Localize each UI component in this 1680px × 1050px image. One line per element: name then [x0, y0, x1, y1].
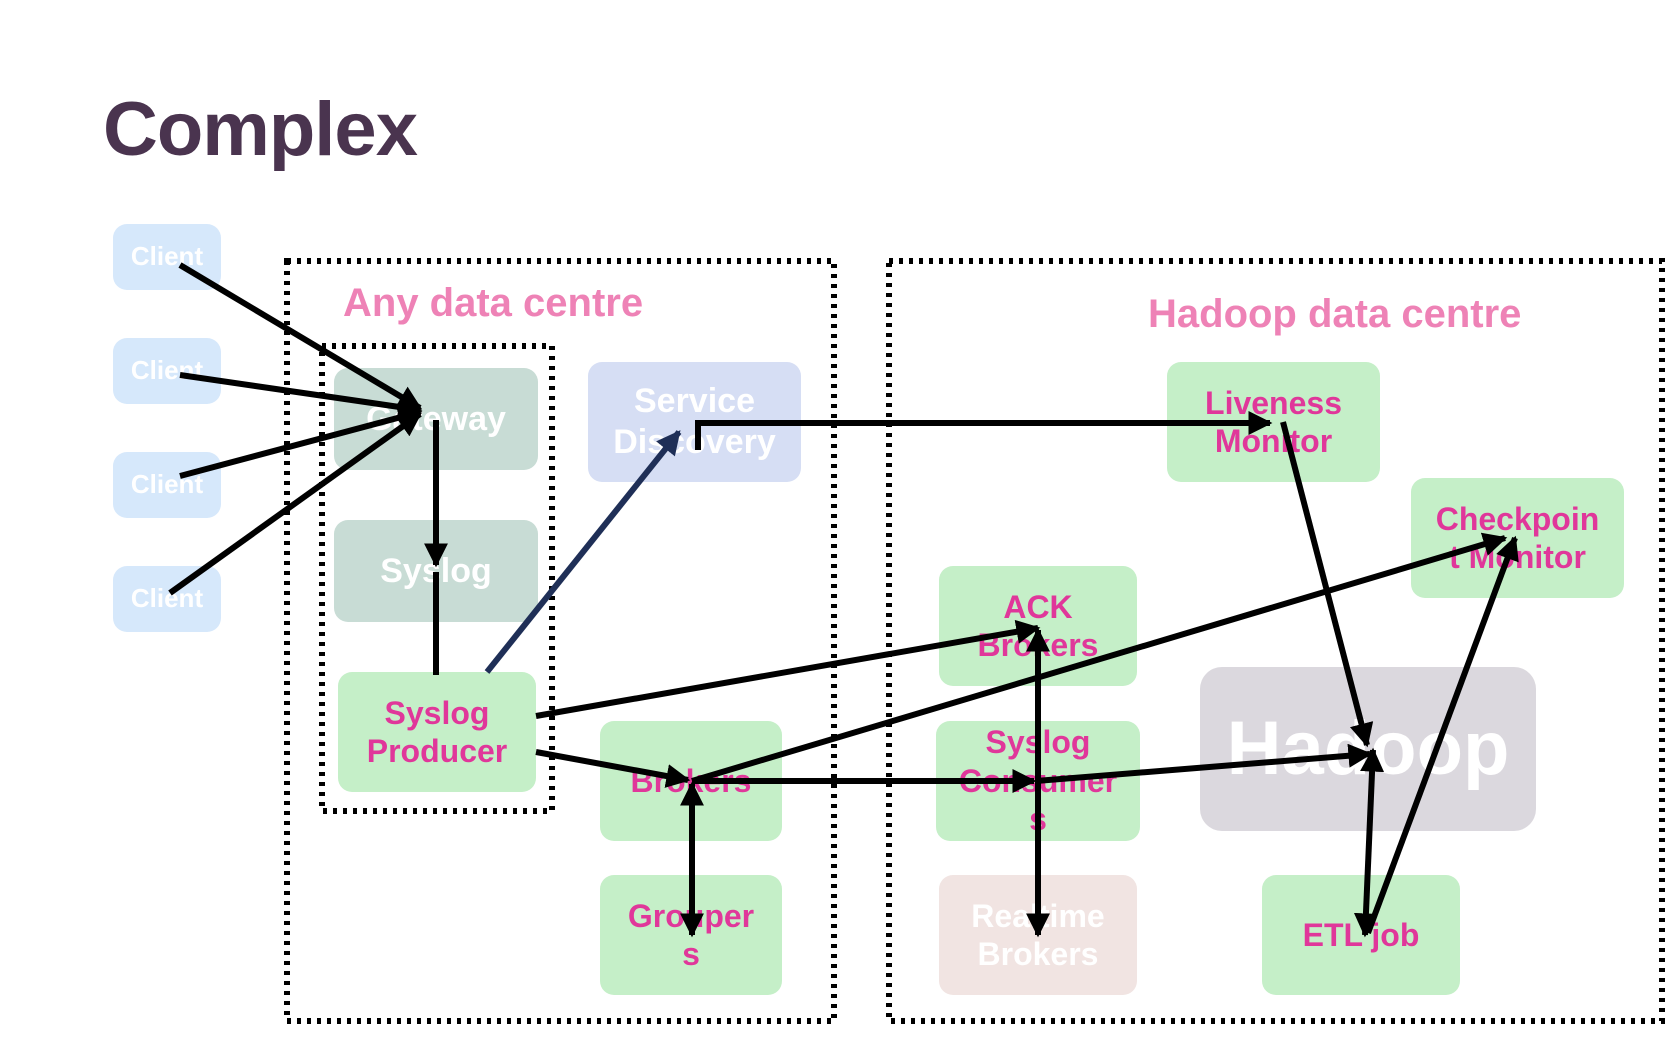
checkpoint-monitor-label: Checkpoin t Monitor — [1435, 500, 1600, 575]
liveness-monitor-node: Liveness Monitor — [1167, 362, 1380, 482]
client-box: Client — [113, 566, 221, 632]
arrow-producer-to-service-discovery — [484, 430, 682, 674]
hadoop-data-centre-border — [886, 258, 1665, 1024]
arrow-liveness-to-hadoop — [1280, 421, 1374, 748]
liveness-monitor-label: Liveness Monitor — [1205, 384, 1342, 459]
syslog-producer-node: Syslog Producer — [338, 672, 536, 792]
hadoop-data-centre-label: Hadoop data centre — [1148, 292, 1522, 336]
client-box: Client — [113, 452, 221, 518]
client-label: Client — [130, 241, 204, 272]
arrow-hadoop-etl — [1353, 747, 1385, 938]
any-data-centre-border — [284, 258, 837, 1024]
arrow-producer-to-ack-brokers — [535, 619, 1041, 719]
service-discovery-label: Service Discovery — [613, 382, 776, 461]
ack-brokers-node: ACK Brokers — [939, 566, 1137, 686]
arrow-client-to-gateway — [179, 372, 423, 419]
client-box: Client — [113, 338, 221, 404]
arrow-client-to-gateway — [178, 262, 423, 411]
page-title: Complex — [103, 87, 418, 172]
client-label: Client — [130, 583, 204, 614]
arrow-brokers-to-checkpoint — [691, 532, 1508, 784]
client-label: Client — [130, 355, 204, 386]
arrow-etl-to-checkpoint — [1365, 535, 1519, 935]
arrow-client-to-gateway — [179, 405, 423, 479]
arrow-client-to-gateway — [168, 411, 422, 596]
arrow-service-discovery-to-liveness — [695, 411, 1273, 450]
arrow-producer-to-brokers — [535, 749, 691, 788]
checkpoint-monitor-node: Checkpoin t Monitor — [1411, 478, 1624, 598]
producer-group-border — [319, 343, 555, 814]
service-discovery-node: Service Discovery — [588, 362, 801, 482]
syslog-producer-label: Syslog Producer — [366, 694, 508, 769]
arrow-consumers-to-hadoop — [1035, 743, 1373, 784]
any-data-centre-label: Any data centre — [343, 281, 644, 325]
